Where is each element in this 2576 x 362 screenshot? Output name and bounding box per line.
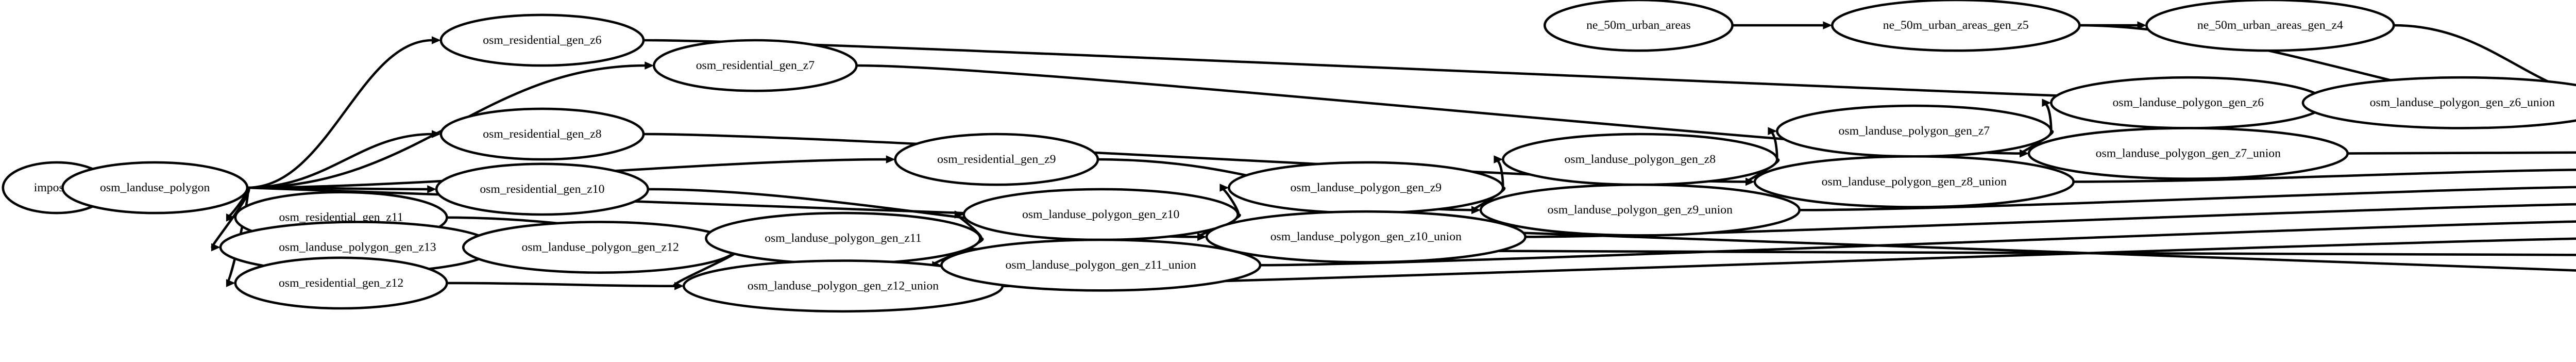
node-ellipse — [894, 133, 1099, 186]
node-ellipse — [940, 238, 1262, 292]
edge-arrowhead — [1745, 177, 1755, 186]
edge-arrowhead — [431, 130, 441, 138]
node-label: osm_residential_gen_z8 — [483, 127, 601, 141]
edge-arrowhead — [2020, 149, 2029, 158]
graph-node-osm_residential_gen_z7[interactable]: osm_residential_gen_z7 — [652, 39, 858, 92]
graph-node-osm_landuse_polygon_gen_z8[interactable]: osm_landuse_polygon_gen_z8 — [1502, 133, 1778, 186]
node-label: osm_residential_gen_z6 — [483, 34, 601, 47]
node-label: osm_landuse_polygon_gen_z7 — [1839, 124, 1990, 138]
node-label: osm_landuse_polygon_gen_z9 — [1291, 181, 1442, 194]
node-ellipse — [1544, 0, 1734, 52]
node-label: osm_landuse_polygon_gen_z8 — [1565, 153, 1716, 166]
edge-arrowhead — [1823, 21, 1833, 29]
graph-node-osm_residential_gen_z12[interactable]: osm_residential_gen_z12 — [234, 256, 448, 310]
edge-arrowhead — [645, 61, 654, 70]
node-label: osm_landuse_polygon_gen_z13 — [279, 240, 436, 254]
edge-arrowhead — [2042, 98, 2052, 107]
graph-node-osm_landuse_polygon_gen_z8_union[interactable]: osm_landuse_polygon_gen_z8_union — [1753, 155, 2075, 208]
graph-node-osm_landuse_polygon_gen_z12_union[interactable]: osm_landuse_polygon_gen_z12_union — [682, 259, 1004, 313]
graph-node-osm_residential_gen_z9[interactable]: osm_residential_gen_z9 — [894, 133, 1099, 186]
graph-node-osm_landuse_polygon_gen_z7[interactable]: osm_landuse_polygon_gen_z7 — [1776, 104, 2053, 158]
node-label: osm_residential_gen_z7 — [696, 59, 815, 72]
edge-arrowhead — [1494, 155, 1503, 163]
graph-edge — [447, 282, 676, 287]
node-ellipse — [234, 256, 448, 310]
graph-node-ne_50m_urban_areas[interactable]: ne_50m_urban_areas — [1544, 0, 1734, 52]
graph-edge — [1799, 186, 2576, 211]
node-ellipse — [439, 13, 645, 67]
node-label: osm_landuse_polygon_gen_z12 — [521, 240, 679, 254]
node-ellipse — [2301, 76, 2576, 129]
node-label: ne_50m_urban_areas — [1586, 19, 1691, 32]
node-label: ne_50m_urban_areas_gen_z4 — [2197, 19, 2343, 32]
node-ellipse — [439, 107, 645, 161]
node-ellipse — [1753, 155, 2075, 208]
node-label: osm_residential_gen_z9 — [937, 153, 1056, 166]
node-ellipse — [652, 39, 858, 92]
edge-arrowhead — [674, 282, 684, 290]
graph-edge — [247, 39, 433, 189]
node-label: osm_landuse_polygon_gen_z8_union — [1822, 175, 2007, 188]
node-label: osm_landuse_polygon_gen_z10_union — [1270, 230, 1462, 243]
node-label: osm_landuse_polygon_gen_z10 — [1022, 208, 1179, 221]
edge-arrowhead — [1768, 127, 1777, 136]
node-label: osm_landuse_polygon — [100, 181, 210, 194]
graph-node-osm_landuse_polygon_gen_z6[interactable]: osm_landuse_polygon_gen_z6 — [2050, 76, 2327, 129]
edge-arrowhead — [226, 279, 235, 287]
node-label: osm_landuse_polygon_gen_z6 — [2113, 96, 2264, 109]
graph-edge — [2347, 151, 2576, 155]
graph-node-ne_50m_urban_areas_gen_z4[interactable]: ne_50m_urban_areas_gen_z4 — [2145, 0, 2395, 52]
graph-node-ne_50m_urban_areas_gen_z5[interactable]: ne_50m_urban_areas_gen_z5 — [1831, 0, 2081, 52]
node-label: osm_landuse_polygon_gen_z11 — [765, 232, 922, 245]
graph-node-osm_landuse_polygon_gen_z11[interactable]: osm_landuse_polygon_gen_z11 — [705, 211, 981, 265]
node-ellipse — [2145, 0, 2395, 52]
graph-edge — [2394, 24, 2576, 94]
graph-node-osm_landuse_polygon_gen_z9_union[interactable]: osm_landuse_polygon_gen_z9_union — [1479, 183, 1801, 237]
node-ellipse — [1479, 183, 1801, 237]
graph-node-osm_landuse_polygon_gen_z6_union[interactable]: osm_landuse_polygon_gen_z6_union — [2301, 76, 2576, 129]
node-label: osm_landuse_polygon_gen_z6_union — [2370, 96, 2555, 109]
graph-node-osm_landuse_polygon_gen_z11_union[interactable]: osm_landuse_polygon_gen_z11_union — [940, 238, 1262, 292]
node-label: osm_landuse_polygon_gen_z9_union — [1548, 203, 1733, 217]
edge-arrowhead — [2137, 21, 2147, 29]
node-label: osm_residential_gen_z12 — [279, 276, 403, 290]
edge-arrowhead — [211, 243, 221, 252]
edge-arrowhead — [427, 185, 437, 193]
graph-node-osm_landuse_polygon_gen_z7_union[interactable]: osm_landuse_polygon_gen_z7_union — [2027, 127, 2349, 180]
node-label: osm_residential_gen_z10 — [480, 183, 604, 196]
node-label: ne_50m_urban_areas_gen_z5 — [1883, 19, 2029, 32]
graph-node-osm_landuse_polygon_gen_z12[interactable]: osm_landuse_polygon_gen_z12 — [462, 221, 739, 274]
node-ellipse — [1831, 0, 2081, 52]
graph-node-osm_residential_gen_z8[interactable]: osm_residential_gen_z8 — [439, 107, 645, 161]
graph-node-osm_residential_gen_z10[interactable]: osm_residential_gen_z10 — [435, 162, 650, 216]
node-ellipse — [435, 162, 650, 216]
node-label: osm_landuse_polygon_gen_z11_union — [1006, 258, 1196, 272]
node-label: osm_landuse_polygon_gen_z12_union — [748, 279, 939, 293]
edge-arrowhead — [1471, 206, 1481, 215]
graph-node-osm_landuse_polygon_gen_z9[interactable]: osm_landuse_polygon_gen_z9 — [1228, 161, 1504, 215]
edge-arrowhead — [1219, 184, 1229, 192]
edge-arrowhead — [886, 155, 895, 163]
graph-node-osm_landuse_polygon_gen_z10[interactable]: osm_landuse_polygon_gen_z10 — [962, 188, 1239, 241]
graph-edge — [643, 39, 2295, 104]
node-label: osm_landuse_polygon_gen_z7_union — [2096, 146, 2281, 160]
edge-arrowhead — [431, 36, 441, 44]
graph-node-osm_landuse_polygon_gen_z10_union[interactable]: osm_landuse_polygon_gen_z10_union — [1205, 210, 1527, 264]
node-ellipse — [61, 161, 249, 215]
node-ellipse — [2027, 127, 2349, 180]
graph-node-osm_residential_gen_z6[interactable]: osm_residential_gen_z6 — [439, 13, 645, 67]
graph-edge — [2073, 168, 2576, 183]
graph-node-osm_landuse_polygon[interactable]: osm_landuse_polygon — [61, 161, 249, 215]
edge-arrowhead — [226, 213, 235, 222]
node-ellipse — [1205, 210, 1527, 264]
graph-edge — [247, 133, 433, 189]
edge-arrowhead — [1197, 233, 1207, 241]
